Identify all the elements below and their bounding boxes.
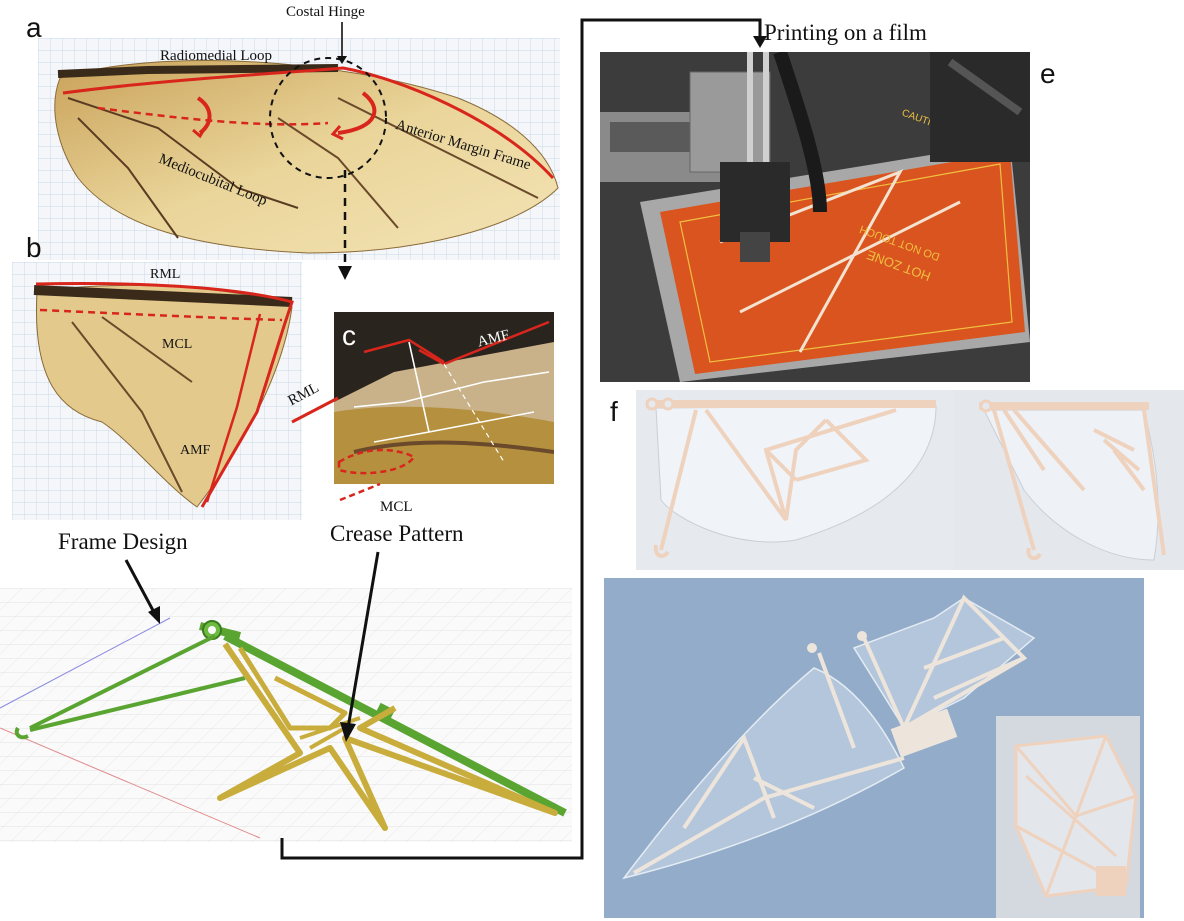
panel-a-letter: a <box>26 12 42 43</box>
panel-a-image <box>38 38 560 260</box>
rml-leader-line <box>291 396 339 424</box>
panel-e-printer-photo: HOT ZONE DO NOT TOUCH CAUTION <box>600 52 1030 382</box>
panel-f-left-photo <box>636 390 954 570</box>
panel-b-rml-label: RML <box>150 267 181 282</box>
printing-on-film-label: Printing on a film <box>764 20 927 45</box>
radiomedial-loop-label: Radiomedial Loop <box>160 48 273 64</box>
crease-pattern-arrow <box>340 551 380 742</box>
panel-c-letter: c <box>342 320 356 351</box>
panel-b-image <box>12 262 302 520</box>
panel-b-amf-label: AMF <box>180 443 211 458</box>
panel-d-cad-render <box>0 588 572 842</box>
costal-hinge-arrow <box>337 22 347 64</box>
panel-g-inset-photo <box>996 716 1140 918</box>
panel-c-image <box>334 312 554 484</box>
flow-connector-line <box>280 18 767 860</box>
panel-f-letter: f <box>610 396 618 427</box>
panel-b-letter: b <box>26 232 42 263</box>
frame-design-arrow <box>124 559 160 624</box>
frame-design-label: Frame Design <box>58 529 188 554</box>
panel-c-mcl-label: MCL <box>380 499 413 515</box>
panel-b-mcl-label: MCL <box>162 337 193 352</box>
costal-hinge-label: Costal Hinge <box>286 4 365 20</box>
panel-e-letter: e <box>1040 58 1056 89</box>
crease-pattern-label: Crease Pattern <box>330 521 464 546</box>
mcl-leader-line <box>339 482 381 502</box>
dashed-down-arrow <box>338 170 352 280</box>
panel-f-right-photo <box>954 390 1184 570</box>
